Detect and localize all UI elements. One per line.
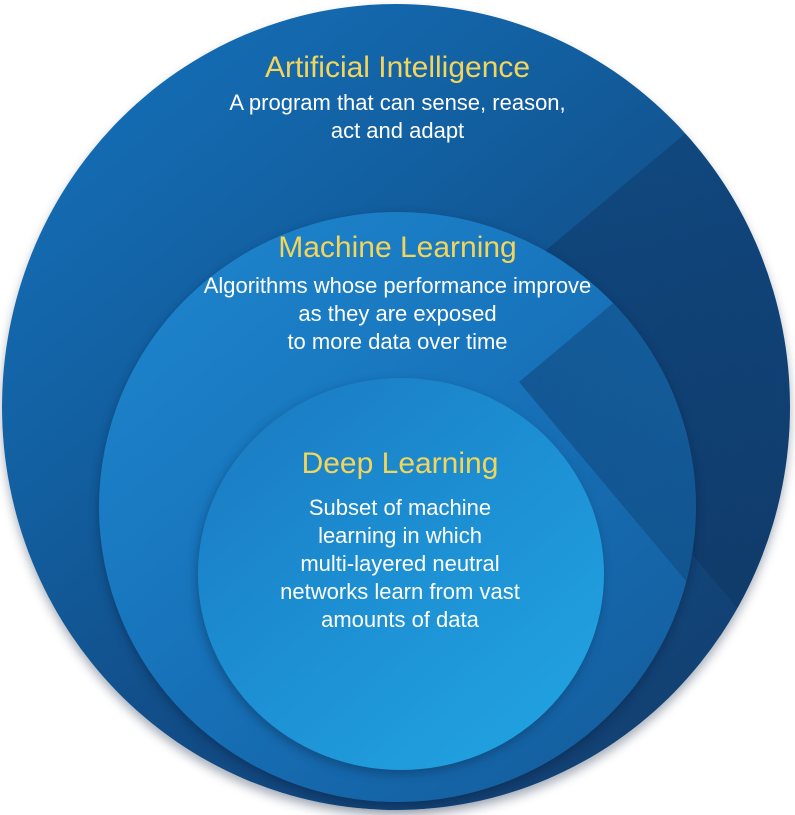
description-line: Subset of machine — [308, 495, 492, 520]
description-line: multi-layered neutral — [300, 551, 500, 576]
machine-learning-label: Machine Learning Algorithms whose perfor… — [0, 230, 795, 356]
deep-learning-description: Subset of machine learning in which mult… — [200, 494, 600, 634]
description-line: learning in which — [318, 523, 482, 548]
description-line: Algorithms whose performance improve — [203, 273, 592, 298]
deep-learning-label: Deep Learning Subset of machine learning… — [200, 446, 600, 634]
deep-learning-title: Deep Learning — [301, 447, 499, 480]
description-line: as they are exposed — [298, 301, 497, 326]
artificial-intelligence-description: A program that can sense, reason, act an… — [0, 89, 795, 145]
artificial-intelligence-label: Artificial Intelligence A program that c… — [0, 50, 795, 145]
description-line: networks learn from vast — [280, 579, 520, 604]
description-line: amounts of data — [321, 607, 479, 632]
description-line: A program that can sense, reason, — [229, 90, 566, 115]
machine-learning-description: Algorithms whose performance improve as … — [0, 272, 795, 356]
description-line: to more data over time — [287, 329, 508, 354]
deep-learning-circle — [198, 378, 604, 770]
machine-learning-title: Machine Learning — [278, 231, 517, 264]
description-line: act and adapt — [330, 118, 465, 143]
artificial-intelligence-title: Artificial Intelligence — [264, 51, 531, 84]
